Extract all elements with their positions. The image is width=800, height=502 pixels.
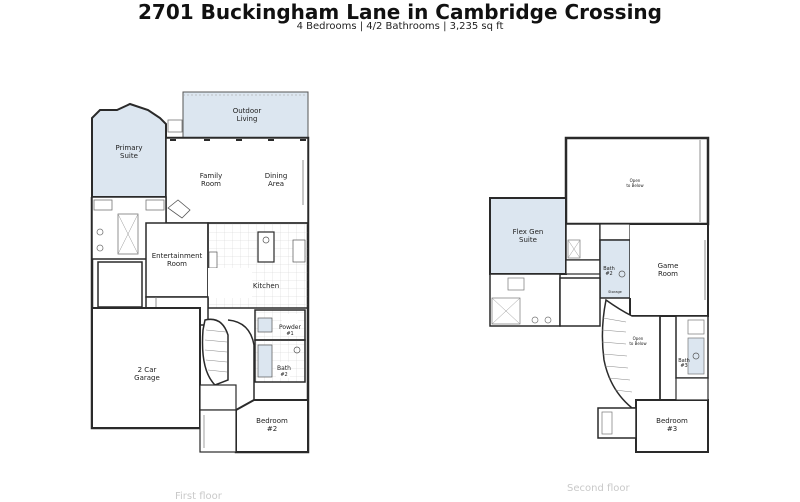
svg-text:Room: Room — [201, 180, 221, 188]
svg-text:Room: Room — [167, 260, 187, 268]
bath-4-room — [599, 239, 631, 299]
svg-text:Living: Living — [237, 115, 258, 123]
family-dining-room — [165, 137, 309, 224]
foyer — [199, 384, 237, 411]
svg-text:to Below: to Below — [626, 183, 644, 188]
bedroom-3-label: Bedroom — [656, 417, 688, 425]
svg-text:Suite: Suite — [120, 152, 138, 160]
open-to-below-stair-label: Open — [633, 336, 644, 341]
flex-gen-bath — [489, 273, 561, 327]
second-floor-plan: Open to Below Flex Gen Suite Bath #2 Sto… — [489, 136, 710, 453]
entertainment-room — [145, 222, 209, 298]
outdoor-living-room — [182, 91, 309, 139]
bedroom-2-label: Bedroom — [256, 417, 288, 425]
entertainment-room-label: Entertainment — [152, 252, 203, 260]
outdoor-living-label: Outdoor — [233, 107, 262, 115]
family-room-label: Family — [200, 172, 223, 180]
powder-label: Powder — [279, 324, 301, 331]
second-floor-caption: Second floor — [567, 483, 630, 494]
svg-text:#2: #2 — [280, 372, 287, 378]
svg-text:#2: #2 — [267, 425, 277, 433]
kitchen-island — [257, 231, 275, 263]
primary-closet — [97, 261, 143, 308]
front-porch — [199, 409, 237, 453]
svg-text:Suite: Suite — [519, 236, 537, 244]
svg-text:Area: Area — [268, 180, 284, 188]
svg-text:to Below: to Below — [629, 341, 647, 346]
svg-text:#2: #2 — [605, 271, 612, 277]
game-room-label: Game — [658, 262, 679, 270]
garage-label: 2 Car — [138, 366, 157, 374]
first-floor-caption: First floor — [175, 491, 222, 502]
first-floor-plan: Outdoor Living Primary Suite Family Room… — [90, 91, 310, 454]
page-subtitle: 4 Bedrooms | 4/2 Bathrooms | 3,235 sq ft — [296, 21, 504, 32]
svg-text:#1: #1 — [286, 331, 293, 337]
garage-room — [91, 307, 201, 429]
page-title: 2701 Buckingham Lane in Cambridge Crossi… — [138, 0, 662, 24]
svg-text:#3: #3 — [680, 363, 687, 369]
bath-2-label: Bath — [277, 365, 291, 372]
first-floor-stair — [201, 318, 229, 386]
dining-area-label: Dining — [265, 172, 288, 180]
bath-4-label: Bath — [603, 266, 615, 272]
open-to-below-top — [564, 136, 710, 226]
primary-suite-label: Primary — [115, 144, 142, 152]
storage-label: Storage — [608, 290, 622, 294]
flex-gen-suite-label: Flex Gen — [513, 228, 544, 236]
bath-3-label: Bath — [678, 358, 690, 364]
svg-text:#3: #3 — [667, 425, 677, 433]
second-floor-stair — [601, 298, 661, 409]
open-to-below-top-label: Open — [630, 178, 641, 183]
bedroom-3-room — [635, 399, 709, 453]
kitchen-label: Kitchen — [253, 282, 279, 290]
svg-text:Garage: Garage — [134, 374, 160, 382]
svg-text:Room: Room — [658, 270, 678, 278]
flex-gen-suite-room — [489, 197, 567, 275]
